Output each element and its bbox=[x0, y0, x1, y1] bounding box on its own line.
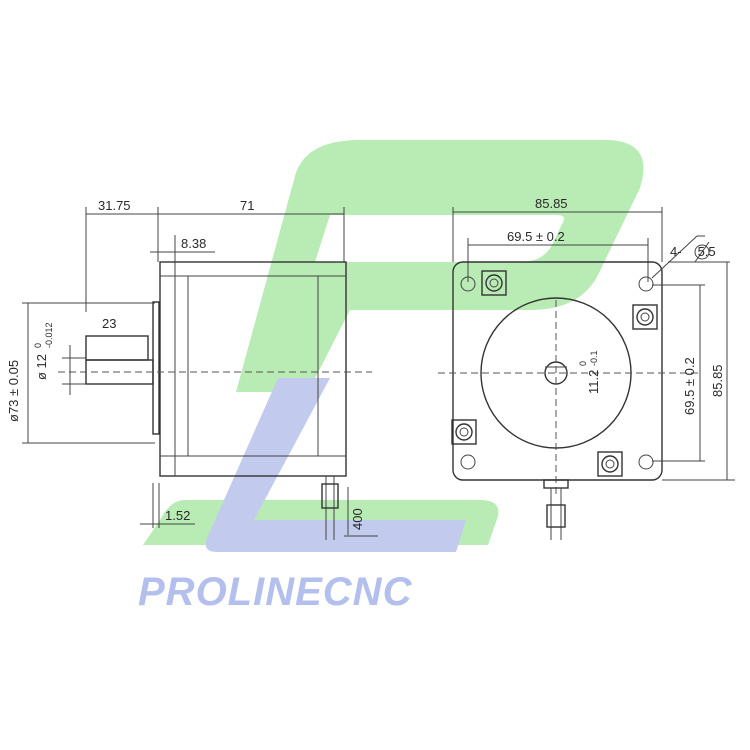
flat-tol-upper: 0 bbox=[578, 361, 588, 366]
dim-flat-length: 23 bbox=[102, 316, 116, 331]
shaft-tol-upper: 0 bbox=[33, 343, 43, 348]
front-view: 85.85 69.5 ± 0.2 4-5.5 69.5 ± 0.2 85.85 … bbox=[438, 196, 735, 540]
dim-hole-spacing-h: 69.5 ± 0.2 bbox=[507, 229, 565, 244]
logo-blue-shape bbox=[205, 378, 467, 552]
side-view: 31.75 71 8.38 23 1.52 ø73 ± 0.05 ø 12 0 … bbox=[6, 198, 378, 540]
flat-tol-lower: -0.1 bbox=[589, 350, 599, 366]
dim-boss-diameter: ø73 ± 0.05 bbox=[6, 360, 21, 422]
logo-green-shape bbox=[236, 140, 644, 392]
dim-width-overall: 85.85 bbox=[535, 196, 568, 211]
proline-logo bbox=[143, 140, 644, 552]
dim-hole-spacing-v: 69.5 ± 0.2 bbox=[682, 357, 697, 415]
dim-hole-spec: 4-5.5 bbox=[670, 244, 716, 259]
dim-shaft-diameter: ø 12 bbox=[34, 354, 49, 380]
screw-heads bbox=[451, 270, 658, 477]
dim-shaft-length: 31.75 bbox=[98, 198, 131, 213]
shaft-tol-lower: -0.012 bbox=[44, 322, 54, 348]
dim-body-length: 71 bbox=[240, 198, 254, 213]
brand-name: PROLINECNC bbox=[138, 570, 413, 614]
dim-height-overall: 85.85 bbox=[710, 364, 725, 397]
diameter-symbol: ø bbox=[6, 414, 21, 422]
dim-flat: 11.2 bbox=[586, 370, 601, 394]
dim-flange-thickness: 1.52 bbox=[165, 508, 190, 523]
dim-lead-length: 400 bbox=[350, 508, 365, 530]
dim-boss-length: 8.38 bbox=[181, 236, 206, 251]
